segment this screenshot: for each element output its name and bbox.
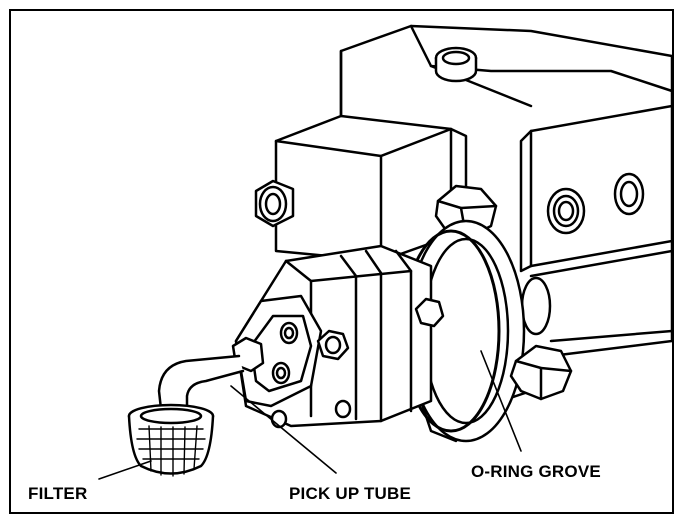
pump-bolt: [279, 321, 299, 345]
pump-illustration: [98, 24, 672, 480]
pick-up-tube-leader: [230, 385, 337, 474]
o-ring-groove-label: O-RING GROVE: [471, 462, 601, 481]
hex-bolt: [509, 344, 573, 401]
pump-bolt: [316, 329, 350, 361]
top-port-fitting: [434, 46, 478, 83]
solenoid-nut: [254, 179, 295, 228]
pump-bolt: [271, 361, 291, 385]
pick-up-tube: [157, 354, 245, 411]
filter-screen: [127, 403, 215, 477]
figure-frame: FILTER PICK UP TUBE O-RING GROVE: [9, 9, 674, 514]
filter-leader: [98, 460, 152, 480]
side-port-fitting: [613, 172, 645, 216]
o-ring-leader: [480, 350, 522, 452]
pick-up-tube-label: PICK UP TUBE: [289, 484, 412, 503]
side-port-plug: [520, 276, 552, 336]
pump-bolt: [414, 297, 445, 328]
leader-lines: [98, 350, 522, 480]
side-port-fitting: [546, 187, 586, 235]
filter-label: FILTER: [28, 484, 88, 503]
